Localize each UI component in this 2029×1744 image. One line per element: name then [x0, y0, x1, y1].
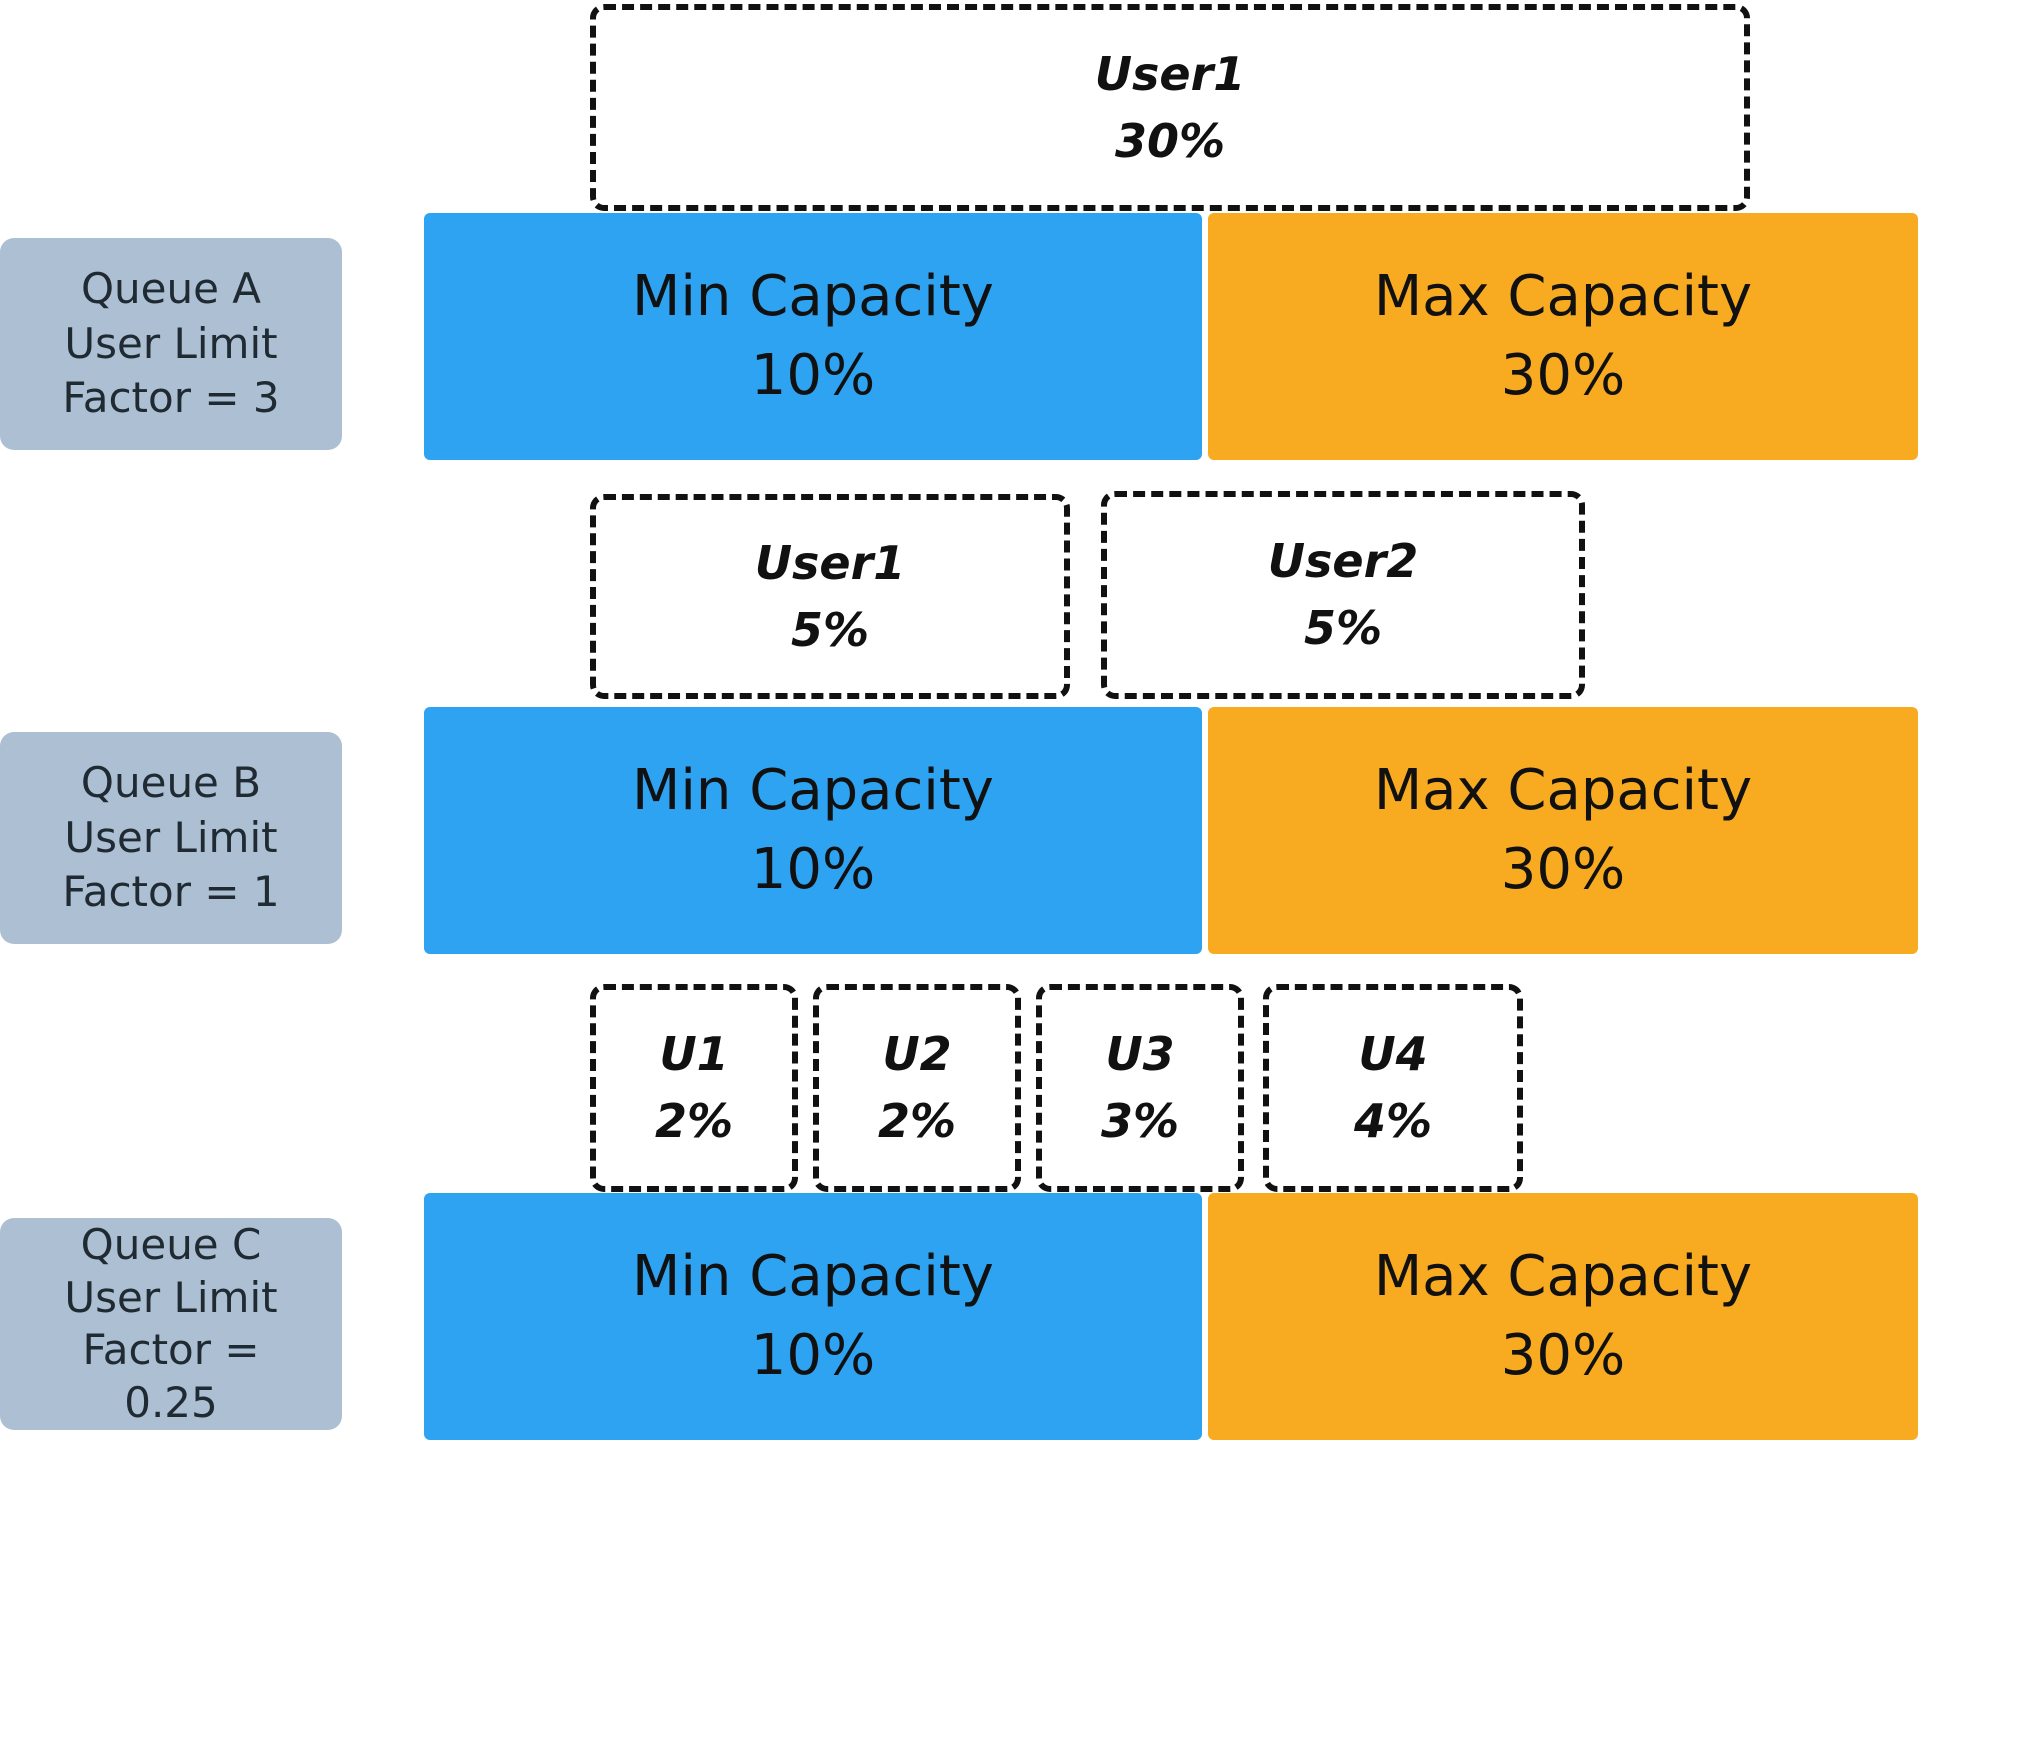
capacity-title: Min Capacity [632, 758, 994, 824]
user-name: U4 [1358, 1027, 1428, 1082]
queue-name: Queue B [80, 758, 262, 808]
user-share: 2% [877, 1094, 957, 1148]
user-name: U3 [1105, 1027, 1175, 1082]
capacity-value: 10% [750, 1322, 876, 1388]
queue-label-line: User Limit [64, 1272, 278, 1322]
capacity-title: Min Capacity [632, 264, 994, 330]
user-share: 4% [1353, 1094, 1433, 1148]
queue-label-line: User Limit [64, 318, 278, 368]
queue-b-user2-box: User2 5% [1101, 491, 1585, 699]
user-name: User1 [1094, 46, 1246, 101]
user-name: U1 [659, 1027, 729, 1082]
user-share: 5% [790, 602, 870, 657]
queue-c-max-capacity: Max Capacity 30% [1208, 1193, 1918, 1440]
user-share: 2% [654, 1094, 734, 1148]
capacity-value: 30% [1500, 342, 1626, 408]
queue-c-u1-box: U1 2% [590, 984, 798, 1192]
queue-a-min-capacity: Min Capacity 10% [424, 213, 1202, 460]
queue-label-line: User Limit [64, 812, 278, 862]
capacity-value: 30% [1500, 836, 1626, 902]
queue-c-min-capacity: Min Capacity 10% [424, 1193, 1202, 1440]
queue-b-label: Queue B User Limit Factor = 1 [0, 732, 342, 944]
queue-b-max-capacity: Max Capacity 30% [1208, 707, 1918, 954]
user-name: User1 [754, 535, 906, 590]
user-name: U2 [882, 1027, 952, 1082]
queue-name: Queue C [80, 1220, 262, 1269]
capacity-value: 10% [750, 342, 876, 408]
capacity-title: Max Capacity [1373, 1244, 1753, 1310]
capacity-title: Max Capacity [1373, 264, 1753, 330]
queue-name: Queue A [80, 264, 262, 314]
user-share: 30% [1114, 113, 1226, 168]
queue-label-line: Factor = 3 [62, 373, 280, 423]
queue-a-label: Queue A User Limit Factor = 3 [0, 238, 342, 450]
user-share: 5% [1303, 601, 1383, 655]
queue-b-min-capacity: Min Capacity 10% [424, 707, 1202, 954]
queue-a-max-capacity: Max Capacity 30% [1208, 213, 1918, 460]
queue-c-u4-box: U4 4% [1263, 984, 1523, 1192]
queue-label-line: 0.25 [124, 1377, 218, 1427]
user-share: 3% [1100, 1094, 1180, 1148]
queue-c-label: Queue C User Limit Factor = 0.25 [0, 1218, 342, 1430]
capacity-title: Max Capacity [1373, 758, 1753, 824]
queue-label-line: Factor = 1 [62, 867, 280, 917]
capacity-value: 10% [750, 836, 876, 902]
queue-b-user1-box: User1 5% [590, 494, 1070, 699]
queue-a-user1-box: User1 30% [590, 4, 1750, 211]
capacity-value: 30% [1500, 1322, 1626, 1388]
capacity-title: Min Capacity [632, 1244, 994, 1310]
queue-c-u2-box: U2 2% [813, 984, 1021, 1192]
user-name: User2 [1267, 534, 1419, 589]
queue-label-line: Factor = [82, 1325, 260, 1374]
queue-c-u3-box: U3 3% [1036, 984, 1244, 1192]
